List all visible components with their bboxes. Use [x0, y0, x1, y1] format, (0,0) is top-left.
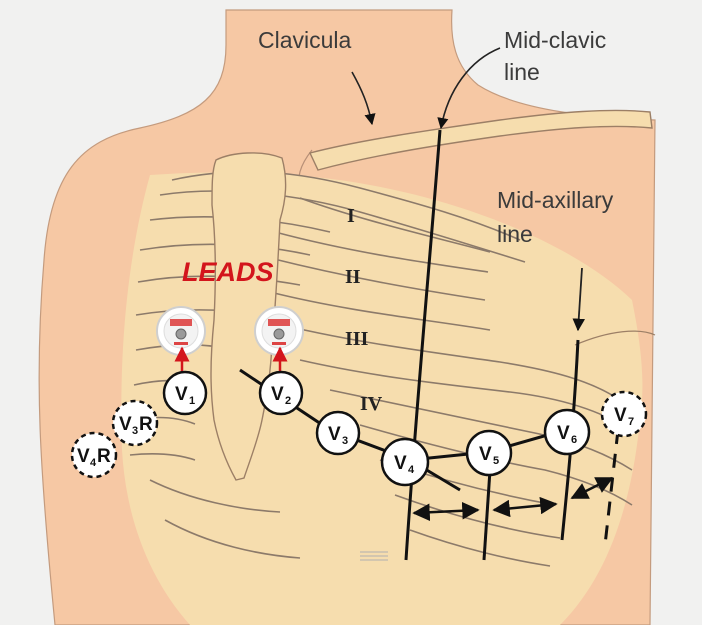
svg-text:V: V	[479, 444, 492, 465]
mid-clavicular-label-1: Mid-clavic	[504, 27, 606, 53]
mid-axillary-label-1: Mid-axillary	[497, 187, 614, 213]
electrode-v5: V 5	[467, 431, 511, 475]
svg-text:3: 3	[132, 425, 138, 437]
svg-text:V: V	[557, 423, 570, 444]
svg-text:1: 1	[189, 395, 195, 407]
electrode-v3: V 3	[317, 412, 359, 454]
rib-number-2: II	[345, 266, 361, 288]
svg-text:R: R	[97, 446, 111, 467]
svg-text:V: V	[614, 405, 627, 426]
electrode-v1: V 1	[164, 372, 206, 414]
rib-number-3: III	[345, 328, 369, 350]
electrode-v2: V 2	[260, 372, 302, 414]
leads-label: LEADS	[182, 257, 274, 287]
clavicula-label: Clavicula	[258, 27, 352, 53]
rib-number-1: I	[347, 205, 355, 227]
electrode-v7: V 7	[602, 392, 646, 436]
svg-text:V: V	[328, 424, 341, 445]
svg-text:V: V	[77, 446, 90, 467]
rib-number-4: IV	[360, 393, 383, 415]
svg-text:V: V	[271, 384, 284, 405]
electrode-pad-right	[255, 307, 303, 355]
mid-axillary-label-2: line	[497, 221, 533, 247]
svg-text:R: R	[139, 414, 153, 435]
svg-text:7: 7	[628, 416, 634, 428]
svg-text:V: V	[175, 384, 188, 405]
svg-text:2: 2	[285, 395, 291, 407]
electrode-v4r: V 4 R	[72, 433, 116, 477]
mid-clavicular-label-2: line	[504, 59, 540, 85]
svg-text:4: 4	[90, 457, 97, 469]
svg-text:5: 5	[493, 455, 499, 467]
svg-text:3: 3	[342, 435, 348, 447]
svg-text:4: 4	[408, 464, 415, 476]
electrode-pad-left	[157, 307, 205, 355]
electrode-v4: V 4	[382, 439, 428, 485]
electrode-v3r: V 3 R	[113, 401, 157, 445]
svg-text:V: V	[119, 414, 132, 435]
svg-text:6: 6	[571, 434, 577, 446]
electrode-v6: V 6	[545, 410, 589, 454]
svg-text:V: V	[394, 453, 407, 474]
